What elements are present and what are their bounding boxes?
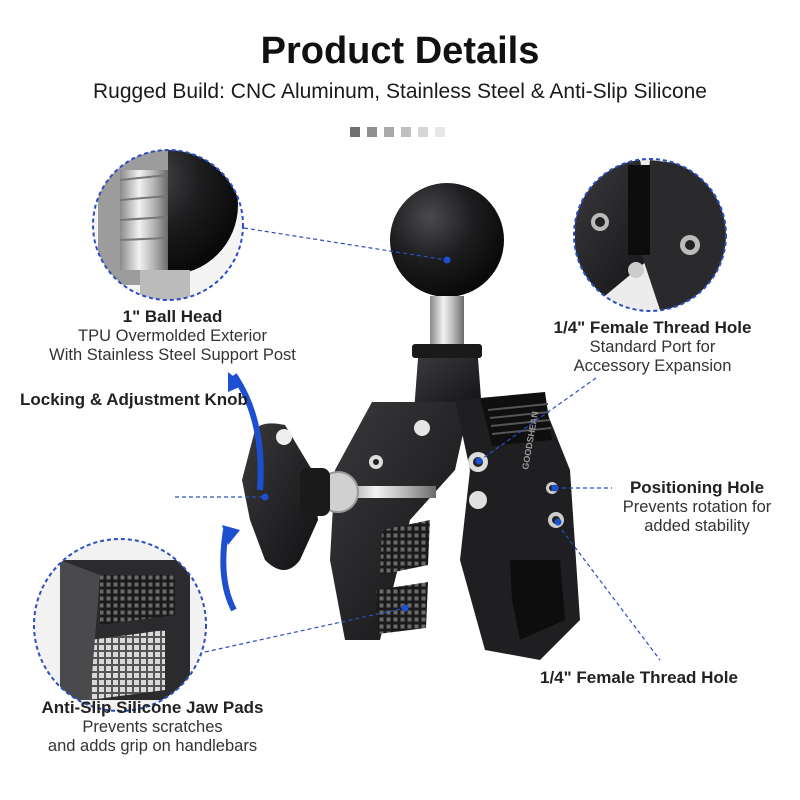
callout-dot-icon bbox=[401, 604, 409, 612]
callout-jaw-pads-title: Anti-Slip Silicone Jaw Pads bbox=[41, 698, 264, 717]
callout-ball-head-title: 1" Ball Head bbox=[122, 307, 223, 326]
leader-lines bbox=[175, 227, 661, 661]
callout-thread-hole-bottom-title: 1/4" Female Thread Hole bbox=[540, 668, 738, 687]
callout-ball-head-line: With Stainless Steel Support Post bbox=[49, 346, 296, 364]
ball-head bbox=[390, 183, 504, 297]
callout-dot-icon bbox=[443, 256, 451, 264]
carousel-dots bbox=[350, 127, 445, 137]
callout-knob-title: Locking & Adjustment Knob bbox=[20, 390, 248, 409]
callout-dot-icon bbox=[554, 518, 562, 526]
callout-thread-hole-top-line: Accessory Expansion bbox=[573, 357, 732, 375]
callout-thread-hole-top-title: 1/4" Female Thread Hole bbox=[553, 318, 752, 337]
carousel-dot[interactable] bbox=[350, 127, 360, 137]
zoom-circle-ball-head bbox=[92, 149, 244, 301]
callout-thread-hole-top: 1/4" Female Thread Hole Standard Port fo… bbox=[520, 318, 785, 376]
steel-post bbox=[430, 296, 464, 346]
callout-ball-head-line: TPU Overmolded Exterior bbox=[78, 327, 267, 345]
callout-positioning-hole-title: Positioning Hole bbox=[629, 478, 765, 497]
page-subtitle: Rugged Build: CNC Aluminum, Stainless St… bbox=[93, 80, 707, 103]
callout-jaw-pads-line: Prevents scratches bbox=[82, 718, 223, 736]
zoom-circle-thread-hole bbox=[573, 158, 727, 312]
clamp-assembly: GOODSHEAN bbox=[242, 183, 580, 660]
callout-positioning-hole-line: added stability bbox=[644, 517, 750, 535]
carousel-dot[interactable] bbox=[384, 127, 394, 137]
callout-positioning-hole: Positioning Hole Prevents rotation for a… bbox=[602, 478, 792, 536]
callout-dot-icon bbox=[475, 457, 483, 465]
callout-positioning-hole-line: Prevents rotation for bbox=[622, 498, 772, 516]
callout-jaw-pads-line: and adds grip on handlebars bbox=[47, 737, 258, 755]
zoom-circle-jaw-pad bbox=[33, 538, 207, 712]
callout-jaw-pads: Anti-Slip Silicone Jaw Pads Prevents scr… bbox=[15, 698, 290, 756]
callout-dot-icon bbox=[261, 493, 269, 501]
callout-ball-head: 1" Ball Head TPU Overmolded Exterior Wit… bbox=[20, 307, 325, 365]
carousel-dot[interactable] bbox=[418, 127, 428, 137]
carousel-dot[interactable] bbox=[367, 127, 377, 137]
carousel-dot[interactable] bbox=[435, 127, 445, 137]
carousel-dot[interactable] bbox=[401, 127, 411, 137]
rotation-arrow-icon bbox=[220, 372, 264, 612]
callout-dots bbox=[261, 256, 562, 612]
callout-dot-icon bbox=[551, 484, 559, 492]
callout-thread-hole-top-line: Standard Port for bbox=[589, 338, 716, 356]
page-title: Product Details bbox=[260, 30, 540, 72]
